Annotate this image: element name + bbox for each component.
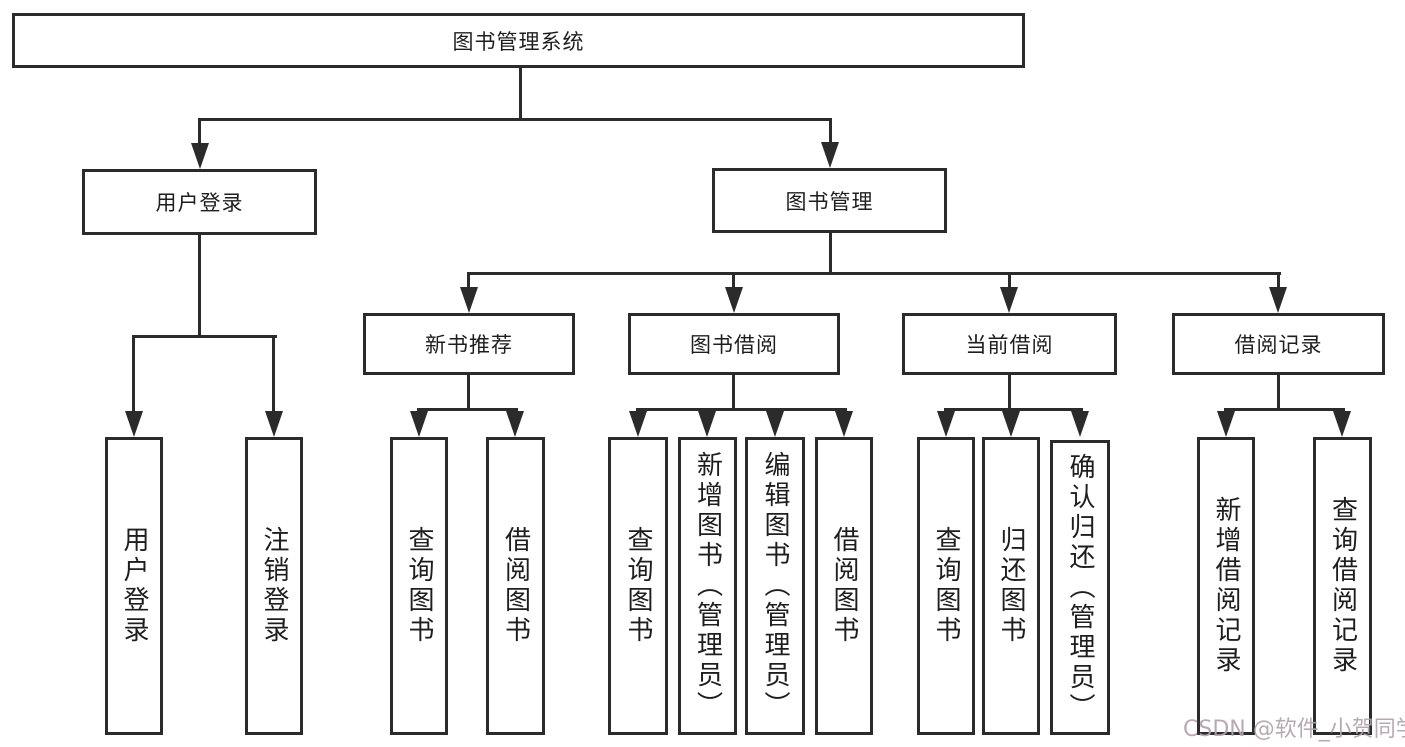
leaf-label: 查询图书	[931, 526, 961, 646]
node-label: 图书管理系统	[452, 29, 585, 54]
leaf-return-books: 归还图书	[982, 437, 1040, 735]
leaf-label: 确认归还（管理员）	[1065, 452, 1095, 723]
connector-line	[519, 68, 522, 120]
node-label: 当前借阅	[965, 333, 1054, 357]
arrowhead-down-icon	[191, 143, 209, 169]
node-new-book-recommend: 新书推荐	[363, 313, 575, 375]
leaf-label: 编辑图书（管理员）	[760, 451, 790, 721]
leaf-label: 归还图书	[996, 526, 1026, 646]
node-book-management: 图书管理	[712, 168, 947, 233]
leaf-label: 新增借阅记录	[1211, 496, 1241, 676]
connector-line	[417, 408, 518, 411]
leaf-label: 借阅图书	[500, 526, 531, 646]
arrowhead-down-icon	[937, 411, 955, 437]
node-label: 借阅记录	[1234, 333, 1323, 357]
leaf-label: 查询借阅记录	[1327, 496, 1358, 676]
connector-line	[829, 233, 832, 275]
leaf-query-borrow-record: 查询借阅记录	[1313, 437, 1372, 735]
arrowhead-down-icon	[506, 411, 524, 437]
arrowhead-down-icon	[629, 411, 647, 437]
connector-line	[1008, 375, 1011, 411]
arrowhead-down-icon	[1269, 287, 1287, 313]
node-library-management-system: 图书管理系统	[12, 13, 1025, 68]
leaf-add-books-admin: 新增图书（管理员）	[678, 437, 737, 735]
leaf-query-books: 查询图书	[390, 437, 448, 735]
leaf-query-books: 查询图书	[917, 437, 975, 735]
connector-line	[198, 118, 832, 121]
connector-line	[132, 335, 135, 413]
leaf-edit-books-admin: 编辑图书（管理员）	[745, 437, 805, 735]
connector-line	[1277, 375, 1280, 411]
arrowhead-down-icon	[766, 411, 784, 437]
node-label: 用户登录	[155, 191, 244, 215]
leaf-borrow-books: 借阅图书	[486, 437, 545, 735]
connector-line	[272, 335, 275, 413]
arrowhead-down-icon	[125, 411, 143, 437]
node-label: 图书借阅	[690, 333, 778, 357]
connector-line	[1008, 272, 1011, 289]
node-borrowing-records: 借阅记录	[1172, 313, 1385, 375]
connector-line	[732, 375, 735, 411]
leaf-user-login: 用户登录	[105, 437, 163, 735]
arrowhead-down-icon	[835, 411, 853, 437]
connector-line	[944, 408, 1083, 411]
node-user-login: 用户登录	[82, 169, 317, 235]
arrowhead-down-icon	[410, 411, 428, 437]
leaf-borrow-books: 借阅图书	[815, 437, 873, 735]
arrowhead-down-icon	[1002, 411, 1020, 437]
leaf-label: 查询图书	[404, 526, 434, 646]
connector-line	[636, 408, 847, 411]
csdn-watermark: CSDN @软件_小贺同学	[1183, 717, 1405, 742]
arrowhead-down-icon	[725, 287, 743, 313]
node-book-borrowing: 图书借阅	[628, 313, 840, 375]
node-current-borrowing: 当前借阅	[902, 313, 1117, 375]
connector-line	[467, 375, 470, 411]
node-label: 图书管理	[785, 189, 874, 214]
leaf-label: 用户登录	[119, 526, 149, 646]
leaf-add-borrow-record: 新增借阅记录	[1197, 437, 1255, 735]
arrowhead-down-icon	[265, 411, 283, 437]
leaf-label: 新增图书（管理员）	[692, 451, 723, 721]
connector-line	[1224, 408, 1345, 411]
connector-line	[467, 272, 1281, 275]
leaf-label: 借阅图书	[829, 526, 859, 646]
arrowhead-down-icon	[1333, 411, 1351, 437]
connector-line	[1277, 272, 1280, 289]
connector-line	[829, 118, 832, 144]
arrowhead-down-icon	[1000, 287, 1018, 313]
arrowhead-down-icon	[460, 287, 478, 313]
arrowhead-down-icon	[821, 142, 839, 168]
node-label: 新书推荐	[425, 333, 513, 357]
arrowhead-down-icon	[698, 411, 716, 437]
leaf-label: 注销登录	[259, 526, 289, 646]
connector-line	[732, 272, 735, 289]
leaf-logout: 注销登录	[245, 437, 303, 735]
leaf-confirm-return-admin: 确认归还（管理员）	[1050, 440, 1110, 735]
connector-line	[198, 118, 201, 145]
connector-line	[132, 335, 277, 338]
connector-line	[467, 272, 470, 289]
arrowhead-down-icon	[1071, 411, 1089, 437]
leaf-query-books: 查询图书	[608, 437, 668, 735]
leaf-label: 查询图书	[623, 526, 653, 646]
connector-line	[198, 235, 201, 338]
arrowhead-down-icon	[1217, 411, 1235, 437]
